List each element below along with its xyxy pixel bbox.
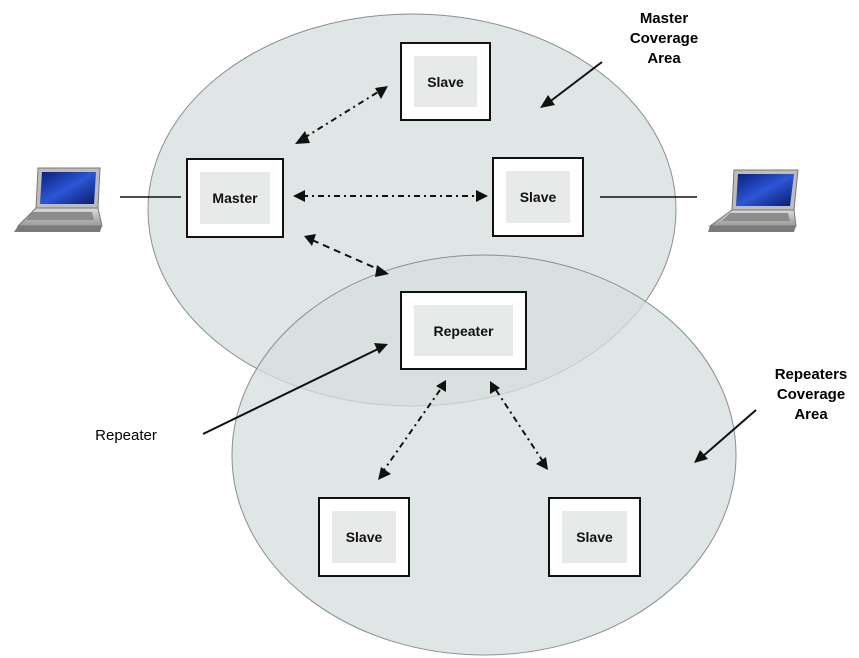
repeater-pointer-line — [202, 348, 379, 435]
repeater-label: Repeater — [433, 322, 494, 339]
laptop-icon — [14, 167, 103, 232]
master-slave-top-link — [303, 91, 379, 139]
repeaters-coverage-pointer — [701, 409, 757, 458]
slave-label: Slave — [519, 189, 557, 205]
master-repeater-link — [311, 239, 381, 271]
slave-node[interactable]: Slave — [400, 42, 491, 121]
slave-node[interactable]: Slave — [318, 497, 410, 577]
slave-node[interactable]: Slave — [492, 157, 584, 237]
slave-label: Slave — [576, 529, 613, 545]
master-node[interactable]: Master — [186, 158, 284, 238]
repeater-slave-left-link — [383, 389, 441, 471]
master-coverage-pointer — [547, 61, 603, 104]
master-label: Master — [212, 190, 258, 206]
repeater-pointer-caption: Repeater — [95, 427, 157, 444]
master-coverage-caption: Master Coverage Area — [629, 10, 699, 67]
slave-label: Slave — [345, 529, 383, 545]
slave-node[interactable]: Slave — [548, 497, 641, 577]
repeater-slave-right-link — [495, 389, 543, 461]
repeater-node[interactable]: Repeater — [400, 291, 527, 370]
repeaters-coverage-caption: Repeaters Coverage Area — [774, 366, 848, 423]
slave-label: Slave — [427, 73, 464, 90]
laptop-icon — [708, 169, 799, 232]
